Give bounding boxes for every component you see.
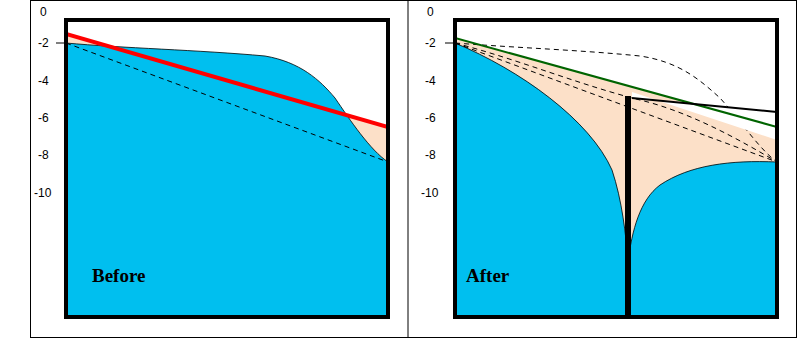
axis-label: -2 <box>425 37 436 49</box>
well <box>625 96 631 317</box>
ground-surface <box>455 38 777 127</box>
axis-label: -4 <box>425 75 436 87</box>
axis-label: -4 <box>38 75 49 87</box>
dashed-line <box>455 43 777 162</box>
pump-house <box>632 92 777 140</box>
panel-title: Before <box>92 266 145 285</box>
saturated-zone <box>628 162 777 317</box>
dashed-line <box>455 43 777 162</box>
former-water-table <box>455 43 777 162</box>
cone-of-depression <box>455 43 777 262</box>
axis-label: 0 <box>427 6 434 18</box>
panel-box <box>66 20 388 317</box>
panel-divider <box>408 0 409 338</box>
axis-ticks <box>56 43 66 44</box>
panel-box <box>455 20 777 317</box>
unsaturated-zone <box>455 38 777 317</box>
pump-house-outline <box>632 98 777 141</box>
axis-label: -6 <box>425 112 436 124</box>
axis-label: 0 <box>40 6 47 18</box>
axis-label: -10 <box>34 187 51 199</box>
saturated-zone <box>66 43 388 317</box>
axis-label: -6 <box>38 112 49 124</box>
saturated-zone <box>455 43 628 317</box>
unsaturated-zone <box>66 34 388 317</box>
water-table-line <box>66 43 388 162</box>
water-table <box>66 43 388 162</box>
axis-label: -2 <box>38 37 49 49</box>
panel-title: After <box>466 266 509 285</box>
outer-frame <box>31 1 797 338</box>
ground-surface <box>66 34 388 127</box>
axis-label: -8 <box>425 149 436 161</box>
axis-ticks <box>445 43 455 44</box>
axis-label: -8 <box>38 149 49 161</box>
axis-label: -10 <box>421 187 438 199</box>
